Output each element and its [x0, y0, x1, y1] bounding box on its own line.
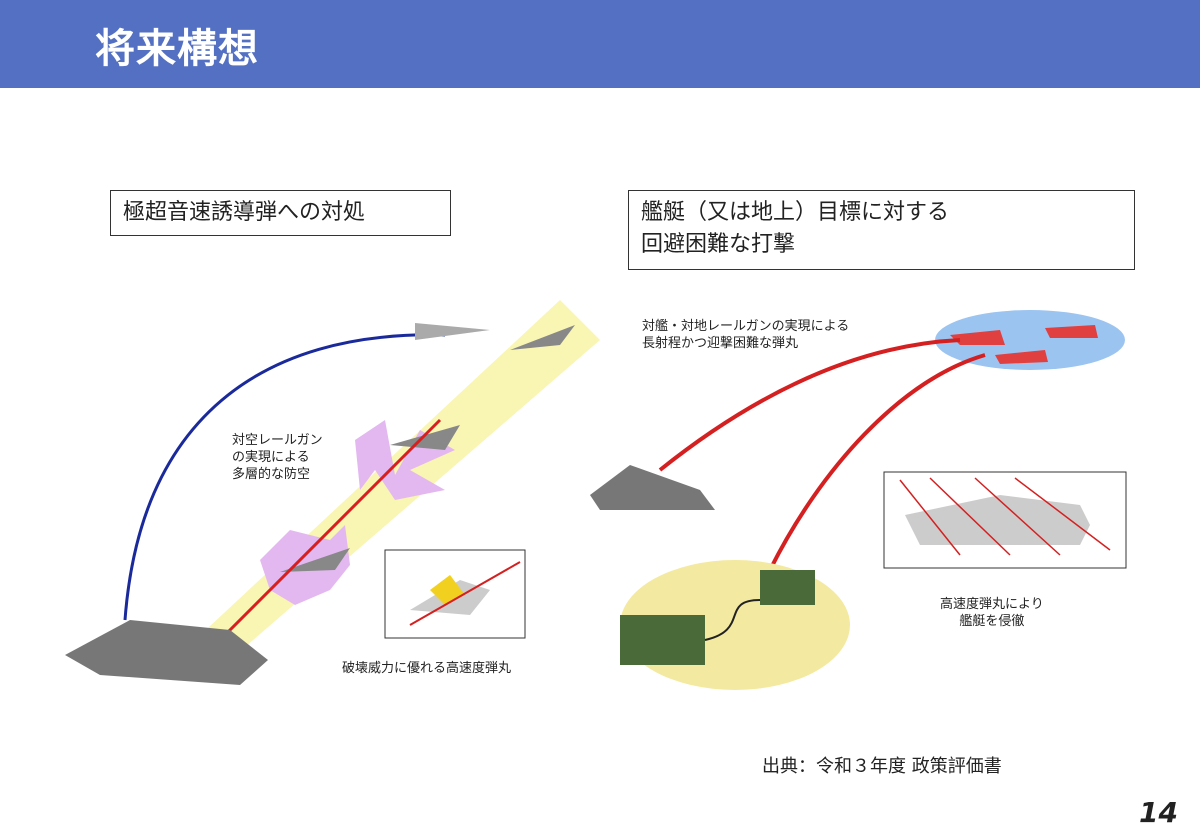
- right-heading-line2: 回避困難な打撃: [641, 232, 796, 257]
- blue-trajectory: [123, 333, 446, 621]
- destroyer: [590, 465, 715, 510]
- launcher: [760, 570, 815, 605]
- label-line: の実現による: [232, 450, 310, 465]
- missile: [415, 323, 490, 340]
- label-line: 高速度弾丸により: [940, 597, 1044, 612]
- source-citation: 出典：令和３年度 政策評価書: [762, 756, 1002, 777]
- right-heading-box: 艦艇（又は地上）目標に対する 回避困難な打撃: [628, 190, 1135, 270]
- red-trajectory: [658, 338, 961, 472]
- label-line: 長射程かつ迎撃困難な弾丸: [642, 336, 799, 351]
- slide-title: 将来構想: [95, 26, 259, 72]
- label-line: 対艦・対地レールガンの実現による: [642, 319, 850, 334]
- truck: [620, 615, 705, 665]
- red-trajectory: [768, 353, 986, 571]
- hypersonic-missile: [510, 325, 575, 350]
- label-line: 対空レールガン: [232, 433, 323, 448]
- header-bar: [0, 0, 1200, 88]
- left-heading-box: 極超音速誘導弾への対処: [110, 190, 451, 236]
- left-heading: 極超音速誘導弾への対処: [123, 200, 366, 225]
- ship-railgun-label: 対艦・対地レールガンの実現による 長射程かつ迎撃困難な弾丸: [642, 318, 849, 352]
- label-line: 多層的な防空: [232, 467, 311, 482]
- destroyer: [65, 620, 268, 685]
- air-railgun-label: 対空レールガン の実現による 多層的な防空: [232, 432, 323, 483]
- penetrate-label: 高速度弾丸により 艦艇を侵徹: [940, 596, 1044, 630]
- red-trajectory: [198, 418, 442, 662]
- projectile-label: 破壊威力に優れる高速度弾丸: [342, 661, 512, 676]
- page-number: 14: [1139, 796, 1178, 829]
- right-heading-line1: 艦艇（又は地上）目標に対する: [641, 200, 950, 225]
- label-line: 艦艇を侵徹: [959, 614, 1025, 629]
